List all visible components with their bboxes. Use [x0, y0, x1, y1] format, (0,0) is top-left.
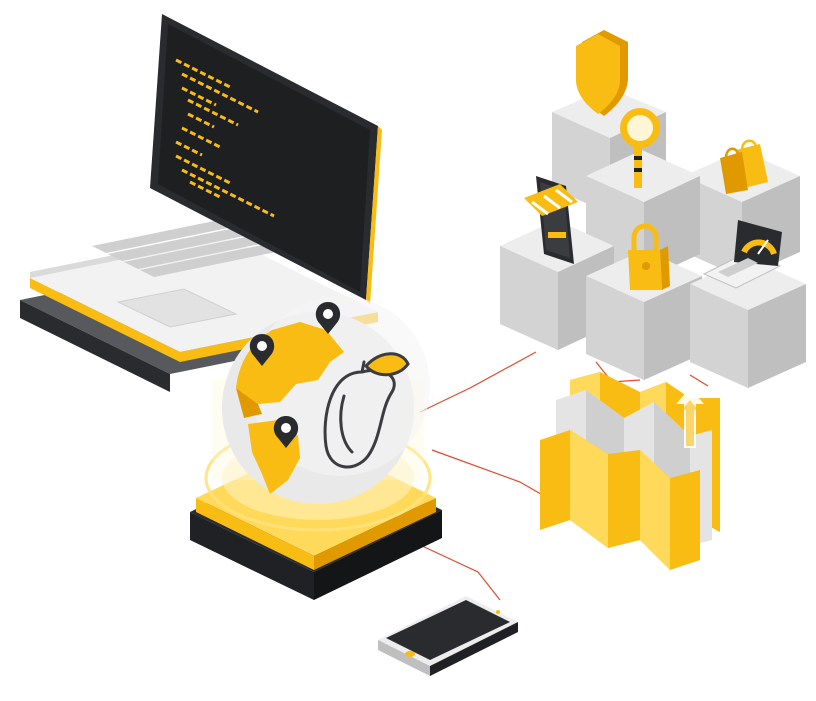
growth-chart-icon	[540, 372, 720, 570]
laptop-screen	[158, 24, 370, 292]
mango-icon	[323, 352, 410, 469]
shield-icon	[576, 30, 628, 116]
wire-globe-cubes	[419, 351, 537, 413]
laptop-base-edge	[30, 278, 378, 362]
platform-base-right	[314, 510, 442, 600]
tablet-icon	[378, 596, 518, 676]
map-pin-icon	[273, 416, 299, 448]
code-lines	[175, 58, 275, 218]
padlock-icon	[628, 223, 670, 290]
map-pin-icon	[315, 302, 341, 334]
map-pin-icon	[249, 334, 275, 366]
laptop-gauge-icon	[702, 220, 782, 289]
cubes-cluster	[500, 30, 806, 388]
wire-cubes-chart-2	[689, 374, 709, 387]
wire-globe-tablet	[419, 544, 501, 601]
storefront-phone-icon	[524, 176, 578, 264]
platform-slab-right	[314, 498, 436, 570]
laptop-code-icon	[20, 14, 382, 392]
platform-base-left	[190, 512, 314, 600]
laptop-lid-edge	[366, 126, 382, 304]
platform-slab-left	[196, 498, 314, 570]
magnifier-icon	[620, 108, 660, 188]
globe-continent-north-shade	[236, 388, 262, 418]
laptop-trackpad	[116, 288, 238, 328]
globe	[222, 296, 430, 504]
shopping-bags-icon	[720, 139, 768, 194]
laptop-shadow-side	[20, 300, 170, 392]
